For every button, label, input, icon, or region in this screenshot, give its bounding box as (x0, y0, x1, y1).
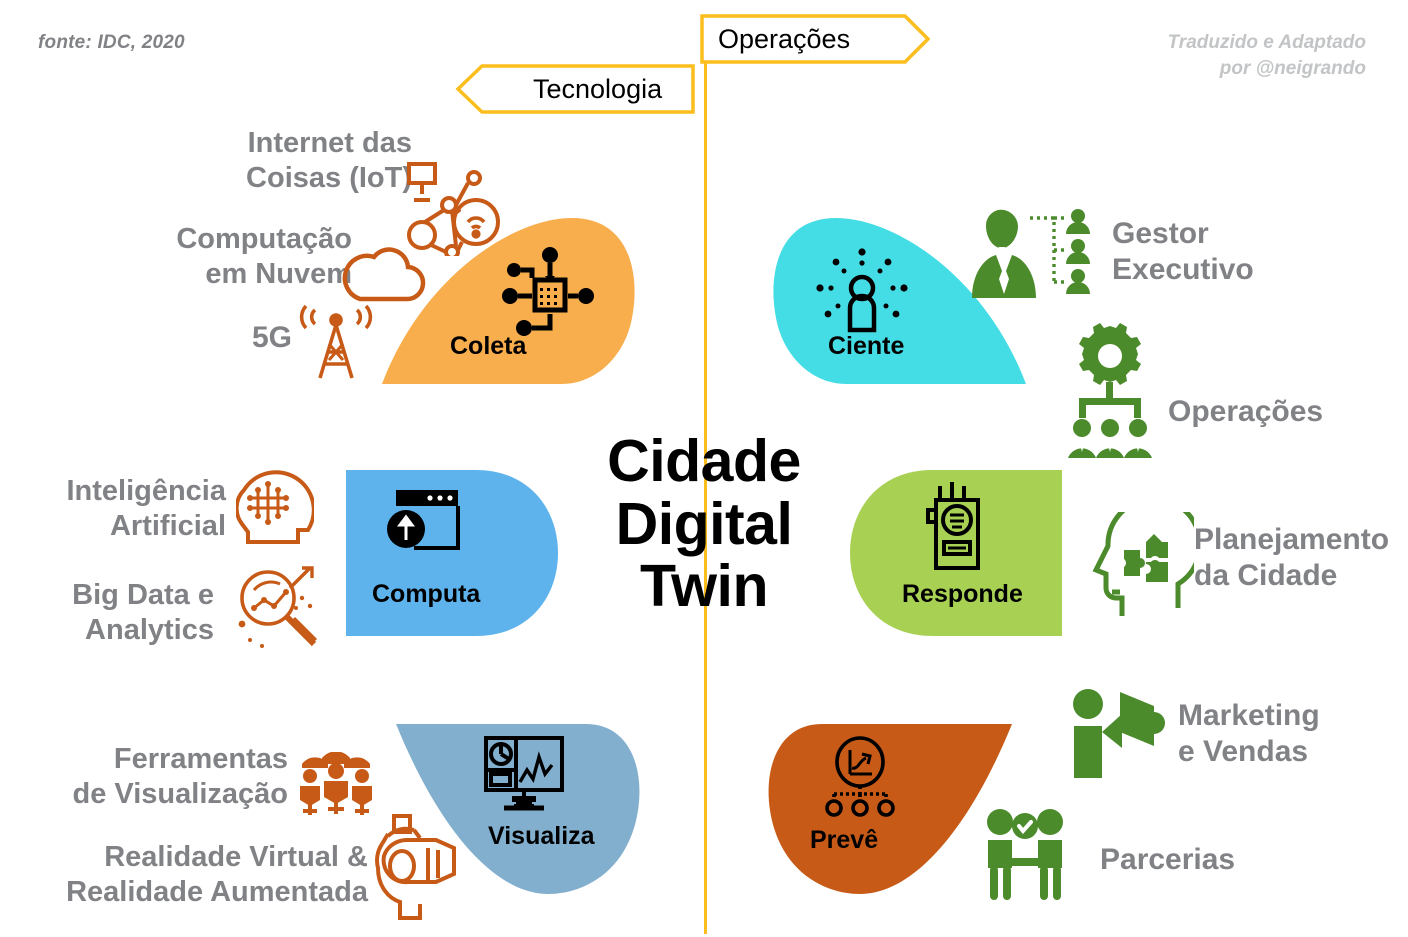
tech-label-cloud-line1: Computação (176, 223, 352, 255)
petal-coleta[interactable]: Coleta (382, 218, 640, 386)
data-collection-icon (502, 247, 594, 340)
ops-label-planejamento-line2: da Cidade (1194, 559, 1338, 592)
petal-coleta-label: Coleta (450, 332, 527, 360)
petal-preve-label: Prevê (810, 826, 879, 854)
source-note: fonte: IDC, 2020 (38, 32, 185, 53)
vr-headset-icon (368, 812, 462, 922)
ops-label-parcerias: Parcerias (1100, 842, 1300, 878)
banner-operations-label: Operações (718, 24, 851, 54)
petal-computa-label: Computa (372, 580, 481, 608)
vertical-divider (704, 62, 707, 934)
tech-label-vrar: Realidade Virtual & Realidade Aumentada (24, 840, 368, 910)
credit-line-1: Traduzido e Adaptado (1167, 32, 1366, 53)
cloud-icon (340, 243, 426, 305)
petal-ciente-label: Ciente (828, 332, 905, 360)
people-group-icon (294, 752, 378, 816)
megaphone-icon (1068, 688, 1168, 778)
iot-network-icon (404, 160, 504, 256)
petal-responde[interactable]: Responde (848, 470, 1066, 636)
petal-responde-label: Responde (902, 580, 1023, 608)
title-line-1: Cidade (607, 428, 801, 494)
petal-visualiza[interactable]: Visualiza (396, 722, 648, 894)
executive-org-icon (968, 204, 1094, 302)
petal-computa[interactable]: Computa (342, 470, 560, 636)
tech-label-bigdata: Big Data e Analytics (48, 578, 214, 648)
forecast-chart-icon (812, 736, 908, 828)
title-line-2: Digital (615, 490, 793, 557)
ops-label-planejamento: Planejamento da Cidade (1194, 522, 1408, 594)
head-puzzle-icon (1090, 512, 1194, 622)
tech-label-cloud: Computação em Nuvem (158, 222, 352, 292)
ops-label-gestor-line2: Executivo (1112, 253, 1254, 286)
ops-label-marketing-line2: e Vendas (1178, 735, 1309, 768)
page-title: Cidade Digital Twin (554, 430, 854, 618)
antenna-5g-icon (298, 300, 374, 380)
ai-brain-icon (236, 468, 314, 550)
tech-label-5g-line1: 5G (251, 321, 292, 354)
tech-label-vrar-line2: Realidade Aumentada (66, 875, 368, 908)
gear-team-icon (1062, 320, 1158, 460)
credit-line-2: por @neigrando (1219, 57, 1366, 79)
ops-label-gestor: Gestor Executivo (1112, 216, 1342, 288)
tech-label-ai-line1: Inteligência (66, 475, 226, 507)
magnifier-analytics-icon (232, 562, 324, 654)
petal-preve[interactable]: Prevê (760, 722, 1012, 894)
banner-operations: Operações (700, 14, 930, 64)
ops-label-operacoes-line1: Operações (1168, 395, 1324, 428)
aware-person-icon (814, 246, 910, 338)
petal-visualiza-label: Visualiza (488, 822, 595, 850)
tech-label-ai-line2: Artificial (109, 509, 226, 542)
tech-label-bigdata-line2: Analytics (85, 613, 214, 646)
tech-label-visualtools: Ferramentas de Visualização (36, 742, 288, 812)
tech-label-ai: Inteligência Artificial (42, 474, 226, 544)
credit-block: Traduzido e Adaptado por @neigrando (1168, 30, 1366, 81)
petal-ciente[interactable]: Ciente (768, 218, 1026, 386)
tech-label-visualtools-line2: de Visualização (72, 777, 288, 810)
tech-label-visualtools-line1: Ferramentas (113, 743, 288, 775)
tech-label-bigdata-line1: Big Data e (72, 579, 214, 611)
tech-label-5g: 5G (180, 320, 292, 356)
ops-label-gestor-line1: Gestor (1112, 217, 1209, 250)
ops-label-marketing-line1: Marketing (1178, 699, 1320, 732)
partnership-icon (978, 808, 1074, 902)
title-line-3: Twin (640, 553, 768, 620)
tech-label-cloud-line2: em Nuvem (205, 257, 352, 290)
ops-label-parcerias-line1: Parcerias (1100, 843, 1236, 876)
tech-label-vrar-line1: Realidade Virtual & (104, 841, 368, 873)
dashboard-monitor-icon (478, 734, 570, 816)
banner-technology: Tecnologia (455, 64, 695, 114)
compute-window-icon (384, 486, 476, 566)
tech-label-iot: Internet das Coisas (IoT) (196, 126, 412, 196)
ops-label-operacoes: Operações (1168, 394, 1368, 430)
ops-label-planejamento-line1: Planejamento (1194, 523, 1390, 556)
tech-label-iot-line2: Coisas (IoT) (246, 161, 412, 194)
tech-label-iot-line1: Internet das (247, 127, 412, 159)
radio-walkie-icon (922, 480, 998, 574)
banner-technology-label: Tecnologia (533, 74, 663, 104)
ops-label-marketing: Marketing e Vendas (1178, 698, 1390, 770)
